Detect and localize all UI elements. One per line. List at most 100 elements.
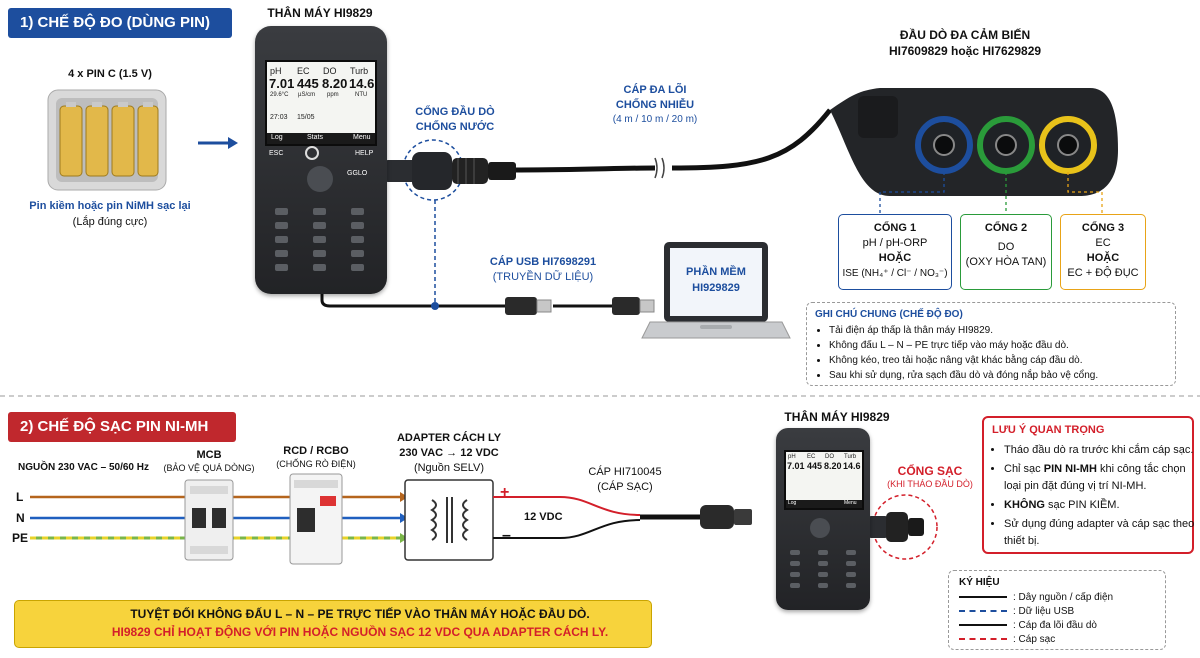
rcd-title: RCD / RCBO — [283, 445, 349, 457]
legend-title: KÝ HIỆU — [959, 577, 1000, 588]
probe-title-1: ĐẦU DÒ ĐA CẢM BIẾN — [899, 28, 1031, 42]
usb-junction-dot — [431, 302, 439, 310]
device2-title: THÂN MÁY HI9829 — [784, 410, 890, 424]
cell-ph-unit: 29.6°C — [270, 92, 289, 98]
dc-plug — [700, 505, 752, 529]
port-3-line3: EC + ĐỘ ĐỤC — [1067, 267, 1139, 279]
adapter-title-2: 230 VAC → 12 VDC — [399, 447, 499, 459]
probe-cable-right — [671, 108, 832, 171]
cable-label-2: CHỐNG NHIỄU — [615, 99, 695, 111]
m2-softkey-menu[interactable]: Menu — [844, 500, 857, 506]
port-3-box: CỔNG 3 EC HOẶC EC + ĐỘ ĐỤC — [1060, 214, 1146, 290]
softkey-menu[interactable]: Menu — [353, 134, 371, 141]
section2-header: 2) CHẾ ĐỘ SẠC PIN NI-MH — [8, 412, 236, 442]
legend-box: KÝ HIỆU : Dây nguồn / cấp điện : Dữ liệu… — [948, 570, 1166, 650]
probe-port-label-2: CHỐNG NƯỚC — [415, 121, 495, 133]
wire-label-N: N — [16, 511, 25, 525]
screen-time: 27:03 — [270, 114, 288, 121]
m2-turb-value: 14.6 — [843, 461, 861, 471]
important-notes: LƯU Ý QUAN TRỌNG Tháo đầu dò ra trước kh… — [982, 416, 1194, 554]
note-item: Không kéo, treo tải hoặc nâng vật khác b… — [829, 353, 1098, 368]
device-title: THÂN MÁY HI9829 — [267, 6, 373, 20]
probe-connector — [384, 152, 516, 190]
legend-item-usb: : Dữ liệu USB — [959, 605, 1074, 619]
important-item: Sử dụng đúng adapter và cáp sạc theo thi… — [1004, 516, 1196, 550]
softkey-bar: Log Stats Menu — [267, 133, 375, 144]
mcb-subtitle: (BẢO VỆ QUÁ DÒNG) — [163, 463, 255, 473]
hi9829-meter-charging: pH 7.01 EC 445 DO 8.20 Turb 14.6 Log Men… — [776, 428, 870, 610]
laptop — [641, 242, 791, 339]
probe-port-label-1: CỔNG ĐẦU DÒ — [415, 106, 495, 118]
m2-do-value: 8.20 — [824, 461, 842, 471]
software-label-2: HI929829 — [692, 282, 740, 294]
cell-ec-unit: µS/cm — [298, 92, 316, 98]
key-esc[interactable]: ESC — [269, 150, 284, 157]
battery-caption-type: Pin kiềm hoặc pin NiMH sạc lại — [29, 200, 191, 212]
m2-ec-value: 445 — [807, 461, 823, 471]
cable-label-3: (4 m / 10 m / 20 m) — [612, 114, 698, 125]
m2-do-label: DO — [825, 454, 834, 460]
legend-item-probe-cable: : Cáp đa lõi đầu dò — [959, 619, 1097, 633]
warning-line-2: HI9829 CHỈ HOẠT ĐỘNG VỚI PIN HOẶC NGUỒN … — [111, 625, 609, 639]
key-gglo[interactable]: GGLO — [347, 170, 368, 177]
port-1-title: CỔNG 1 — [873, 222, 917, 234]
key-help[interactable]: HELP — [355, 150, 374, 157]
hi9829-meter: pH 7.01 29.6°C EC 445 µS/cm DO 8.20 ppm … — [255, 26, 387, 294]
minus-sign: – — [502, 527, 511, 544]
legend-item-power: : Dây nguồn / cấp điện — [959, 591, 1113, 605]
navigation-pad[interactable] — [307, 166, 333, 192]
cable-break-mark — [654, 157, 665, 179]
usb-label-1: CÁP USB HI7698291 — [489, 256, 597, 268]
section1-header: 1) CHẾ ĐỘ ĐO (DÙNG PIN) — [8, 8, 232, 38]
cell-turb-unit: NTU — [355, 92, 368, 98]
important-item: Chỉ sạc PIN NI-MH khi công tắc chọn loại… — [1004, 461, 1196, 495]
port-3-title: CỔNG 3 — [1081, 222, 1125, 234]
isolation-adapter — [404, 479, 494, 561]
port-2-box: CỔNG 2 DO (OXY HÒA TAN) — [960, 214, 1052, 290]
m2-softkey-log[interactable]: Log — [788, 500, 797, 506]
warning-banner: TUYỆT ĐỐI KHÔNG ĐẤU L – N – PE TRỰC TIẾP… — [14, 600, 652, 648]
port-2-line2: (OXY HÒA TAN) — [965, 256, 1047, 268]
important-item: Tháo đầu dò ra trước khi cắm cáp sạc. — [1004, 442, 1196, 459]
probe-cable-left — [385, 165, 656, 173]
legend-item-charge-cable: : Cáp sạc — [959, 633, 1055, 647]
cell-do-unit: ppm — [327, 92, 339, 98]
m2-navigation-pad[interactable] — [810, 518, 830, 538]
note-item: Tải điện áp thấp là thân máy HI9829. — [829, 323, 1098, 338]
usb-plug-right — [612, 297, 655, 315]
charge-port-connector — [868, 512, 924, 542]
screen-date: 15/05 — [297, 114, 315, 121]
port-2-title: CỔNG 2 — [984, 222, 1028, 234]
meter-screen: pH 7.01 29.6°C EC 445 µS/cm DO 8.20 ppm … — [265, 60, 377, 146]
usb-label-2: (TRUYỀN DỮ LIỆU) — [492, 271, 594, 283]
port-1-line2: HOẶC — [878, 252, 912, 264]
softkey-stats[interactable]: Stats — [307, 134, 323, 141]
important-title: LƯU Ý QUAN TRỌNG — [992, 424, 1105, 436]
rcd-subtitle: (CHỐNG RÒ ĐIỆN) — [276, 459, 356, 469]
port-1-line1: pH / pH-ORP — [862, 237, 928, 249]
softkey-log[interactable]: Log — [271, 134, 283, 141]
charge-cable-label-2: (CÁP SẠC) — [597, 481, 653, 493]
m2-turb-label: Turb — [844, 454, 857, 460]
cell-turb-label: Turb — [350, 66, 369, 76]
plus-sign: + — [500, 484, 510, 501]
m2-ec-label: EC — [807, 454, 816, 460]
adapter-title-3: (Nguồn SELV) — [413, 462, 485, 474]
cell-ph-value: 7.01 — [269, 76, 295, 91]
warning-line-1: TUYỆT ĐỐI KHÔNG ĐẤU L – N – PE TRỰC TIẾP… — [130, 607, 590, 621]
battery-caption-polarity: (Lắp đúng cực) — [72, 216, 148, 228]
note-item: Sau khi sử dụng, rửa sạch đầu dò và đóng… — [829, 368, 1098, 383]
note-item: Không đấu L – N – PE trực tiếp vào máy h… — [829, 338, 1098, 353]
general-notes: GHI CHÚ CHUNG (CHẾ ĐỘ ĐO) Tải điện áp th… — [806, 302, 1176, 386]
battery-pack — [47, 89, 167, 191]
port-leaders — [879, 172, 1103, 214]
software-label-1: PHẦN MỀM — [686, 266, 746, 278]
port-3-line1: EC — [1095, 237, 1111, 249]
rcd-breaker — [289, 473, 343, 565]
power-icon[interactable] — [305, 146, 319, 160]
usb-cable-left — [320, 285, 505, 308]
mcb-title: MCB — [196, 449, 222, 461]
cable-label-1: CÁP ĐA LÕI — [623, 84, 687, 96]
cell-do-label: DO — [323, 66, 337, 76]
m2-ph-label: pH — [788, 454, 796, 460]
